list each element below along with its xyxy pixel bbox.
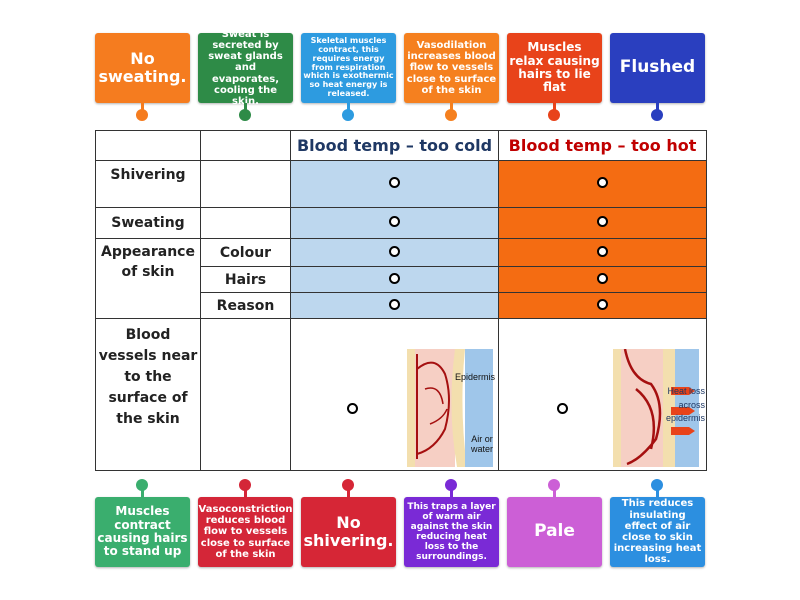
row-reason: Reason	[200, 292, 291, 319]
drop-target[interactable]	[389, 216, 400, 227]
row-blood-vessels: Blood vessels near to the surface of the…	[95, 318, 201, 471]
drop-target[interactable]	[597, 216, 608, 227]
pin-stem	[347, 487, 350, 497]
drop-zone[interactable]	[498, 207, 707, 239]
answer-card[interactable]: Flushed	[610, 33, 705, 103]
pin-icon	[342, 109, 354, 121]
drop-target[interactable]	[557, 403, 568, 414]
pin-icon	[239, 109, 251, 121]
answer-card[interactable]: Skeletal muscles contract, this requires…	[301, 33, 396, 103]
pin-icon	[548, 479, 560, 491]
pin-icon	[445, 109, 457, 121]
pin-stem	[656, 103, 659, 113]
drop-zone[interactable]	[290, 238, 499, 267]
header-too-cold: Blood temp – too cold	[290, 130, 499, 161]
drop-zone[interactable]	[498, 238, 707, 267]
air-or-water-label: Air or water	[470, 434, 493, 454]
answer-card[interactable]: No sweating.	[95, 33, 190, 103]
row-appearance: Appearance of skin	[95, 238, 201, 319]
drop-zone[interactable]	[290, 292, 499, 319]
answer-card[interactable]: Sweat is secreted by sweat glands and ev…	[198, 29, 293, 107]
answer-card[interactable]: This reduces insulating effect of air cl…	[610, 497, 705, 567]
answer-table: Blood temp – too cold Blood temp – too h…	[95, 130, 707, 471]
drop-zone[interactable]: Heat loss across epidermis	[498, 318, 707, 471]
pin-stem	[244, 487, 247, 497]
vasodilation-diagram	[611, 349, 699, 467]
pin-stem	[553, 103, 556, 113]
pin-icon	[342, 479, 354, 491]
drop-target[interactable]	[347, 403, 358, 414]
drop-zone[interactable]	[290, 266, 499, 293]
drop-target[interactable]	[389, 298, 400, 310]
answer-card[interactable]: Muscles contract causing hairs to stand …	[95, 497, 190, 567]
pin-stem	[656, 487, 659, 497]
pin-stem	[553, 487, 556, 497]
vasoconstriction-diagram	[405, 349, 493, 467]
answer-card[interactable]: No shivering.	[301, 497, 396, 567]
pin-icon	[445, 479, 457, 491]
drop-target[interactable]	[597, 298, 608, 310]
pin-icon	[239, 479, 251, 491]
drop-target[interactable]	[389, 272, 400, 284]
row-sweating: Sweating	[95, 207, 201, 239]
drop-target[interactable]	[597, 177, 608, 188]
answer-card[interactable]: This traps a layer of warm air against t…	[404, 497, 499, 567]
pin-icon	[651, 109, 663, 121]
pin-icon	[136, 109, 148, 121]
drop-zone[interactable]	[498, 266, 707, 293]
pin-stem	[141, 487, 144, 497]
drop-target[interactable]	[389, 177, 400, 188]
drop-zone[interactable]	[290, 160, 499, 208]
pin-stem	[347, 103, 350, 113]
answer-card[interactable]: Muscles relax causing hairs to lie flat	[507, 33, 602, 103]
header-too-hot: Blood temp – too hot	[498, 130, 707, 161]
drop-target[interactable]	[389, 245, 400, 257]
drop-target[interactable]	[597, 245, 608, 257]
row-shivering: Shivering	[95, 160, 201, 208]
drop-zone[interactable]	[290, 207, 499, 239]
pin-stem	[244, 103, 247, 113]
answer-card[interactable]: Pale	[507, 497, 602, 567]
drop-target[interactable]	[597, 272, 608, 284]
row-colour: Colour	[200, 238, 291, 267]
pin-icon	[136, 479, 148, 491]
pin-icon	[651, 479, 663, 491]
heat-loss-label: Heat loss across epidermis	[665, 386, 705, 423]
drop-zone[interactable]	[498, 160, 707, 208]
epidermis-label: Epidermis	[455, 372, 496, 382]
drop-zone[interactable]	[498, 292, 707, 319]
pin-stem	[450, 103, 453, 113]
answer-card[interactable]: Vasodilation increases blood flow to ves…	[404, 33, 499, 103]
pin-stem	[141, 103, 144, 113]
drop-zone[interactable]: Epidermis Air or water	[290, 318, 499, 471]
pin-icon	[548, 109, 560, 121]
pin-stem	[450, 487, 453, 497]
row-hairs: Hairs	[200, 266, 291, 293]
answer-card[interactable]: Vasoconstriction reduces blood flow to v…	[198, 497, 293, 567]
